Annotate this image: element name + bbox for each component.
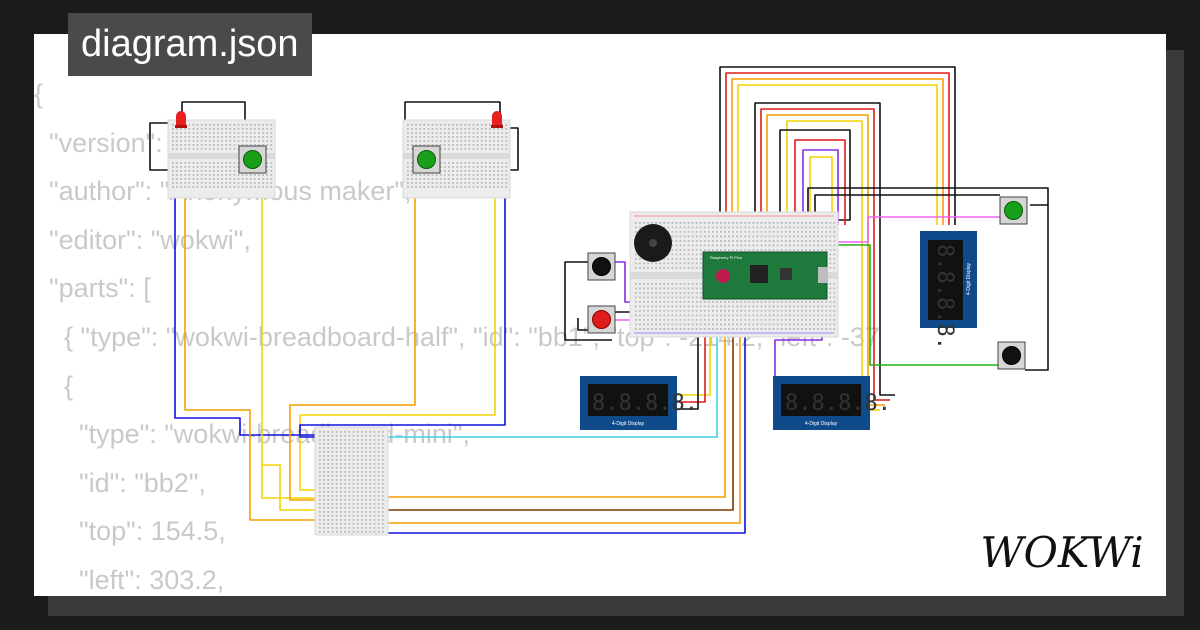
wire-black-rb1 bbox=[807, 187, 1049, 371]
wire-tall-yellow bbox=[737, 84, 938, 225]
wire-blue-mini bbox=[385, 302, 746, 534]
wire-blue-right bbox=[299, 185, 506, 438]
code-line: "editor": "wokwi", bbox=[49, 224, 251, 255]
wire-green-r bbox=[820, 244, 998, 366]
wire-led2-right bbox=[505, 127, 519, 171]
wire-yellow-left bbox=[261, 170, 320, 499]
display-vertical bbox=[920, 231, 977, 328]
pushbutton-red bbox=[587, 305, 616, 334]
wire-yellow-right bbox=[299, 180, 496, 491]
wire-mid-black bbox=[754, 102, 895, 396]
breadboard-mini bbox=[314, 426, 389, 536]
wire-tall-orange bbox=[731, 78, 944, 225]
pushbutton-green-left bbox=[238, 145, 267, 174]
led-left bbox=[175, 111, 187, 128]
led-right bbox=[491, 111, 503, 128]
pico-label: Raspberry Pi Pico bbox=[710, 255, 743, 260]
display-bottom-left-digits: 8.8.8.8. bbox=[592, 391, 698, 416]
wire-yellow-left2 bbox=[262, 464, 320, 511]
wire-mid-yellow2 bbox=[809, 156, 833, 225]
display-bottom-right-label: 4-Digit Display bbox=[805, 421, 838, 427]
wire-led1-left bbox=[149, 122, 175, 171]
wire-black-lb2 bbox=[577, 318, 592, 331]
code-line: "parts": [ bbox=[49, 273, 151, 304]
wire-orange-right bbox=[289, 185, 416, 501]
wire-mid-red2 bbox=[794, 139, 846, 225]
code-line: { bbox=[34, 79, 44, 109]
raspberry-pi-pico bbox=[702, 251, 828, 300]
wire-orange-mini2 bbox=[385, 302, 741, 524]
display-bottom-left bbox=[580, 376, 677, 430]
wire-mid-black2 bbox=[779, 129, 851, 225]
wire-orange-mini bbox=[385, 302, 726, 498]
display-vertical-digits: 8.8.8.8. bbox=[932, 244, 957, 350]
wire-tall-black bbox=[719, 66, 956, 225]
wire-brown-mini bbox=[385, 302, 734, 511]
display-bottom-right bbox=[773, 376, 870, 430]
code-line: "top": 154.5, bbox=[79, 516, 226, 547]
wire-blue-left bbox=[174, 190, 320, 436]
code-line: "id": "bb2", bbox=[79, 467, 206, 498]
wire-orange-left bbox=[184, 190, 320, 521]
wire-mid-red bbox=[760, 108, 890, 401]
display-bottom-right-digits: 8.8.8.8. bbox=[785, 391, 891, 416]
wire-black-lb1 bbox=[564, 261, 612, 341]
pushbutton-black-far-right bbox=[997, 341, 1026, 370]
code-line: { bbox=[64, 370, 74, 401]
pushbutton-green-far-right bbox=[999, 196, 1028, 225]
wokwi-logo: WOKWi bbox=[980, 528, 1143, 577]
wire-mid-orange bbox=[766, 114, 885, 406]
pushbutton-green-right bbox=[412, 145, 441, 174]
display-bottom-left-label: 4-Digit Display bbox=[612, 421, 645, 427]
diagram-json-code: { "version": 1, "author": "Anonymous mak… bbox=[34, 70, 880, 605]
wire-tall-red bbox=[725, 72, 950, 225]
wire-pink bbox=[815, 216, 1000, 243]
pushbutton-black bbox=[587, 252, 616, 281]
file-title: diagram.json bbox=[68, 13, 312, 76]
buzzer bbox=[634, 224, 672, 262]
wire-disp1-c bbox=[676, 310, 699, 410]
wires bbox=[149, 66, 1049, 534]
wire-cyan bbox=[385, 302, 718, 438]
code-line: "left": 303.2, bbox=[34, 564, 225, 595]
display-vertical-label: 4-Digit Display bbox=[966, 262, 972, 295]
